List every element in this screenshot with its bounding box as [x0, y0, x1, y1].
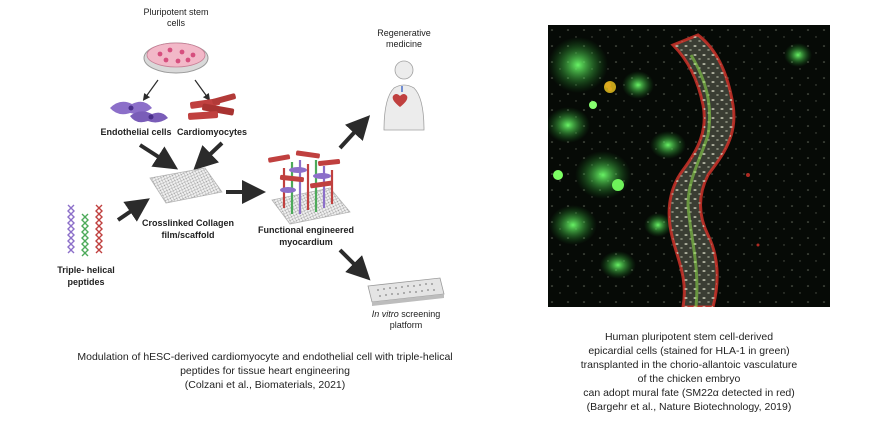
scaffold-label-1: Crosslinked Collagen: [142, 218, 234, 228]
endothelial-label: Endothelial cells: [100, 127, 171, 137]
arrow-to-endothelial: [142, 79, 159, 101]
right-figure-caption: Human pluripotent stem cell-derived epic…: [548, 330, 830, 414]
right-caption-line: can adopt mural fate (SM22α detected in …: [583, 387, 795, 399]
left-caption-line: (Colzani et al., Biomaterials, 2021): [184, 379, 346, 391]
engineered-myocardium-icon: [268, 150, 351, 225]
peptides-label-2: peptides: [67, 277, 104, 287]
right-caption-line: transplanted in the chorio-allantoic vas…: [580, 359, 798, 371]
tissue-engineering-diagram: Pluripotent stem cells Endothelial cells…: [57, 7, 445, 330]
right-caption-line: of the chicken embryo: [637, 373, 741, 385]
petri-dish-icon: [143, 42, 209, 74]
arrow-to-screening-platform: [338, 248, 371, 281]
regen-label-2: medicine: [386, 39, 422, 49]
human-heart-icon: [383, 60, 425, 131]
fluorescence-micrograph: [548, 25, 830, 307]
left-caption-line: peptides for tissue heart engineering: [180, 365, 350, 377]
left-figure-caption: Modulation of hESC-derived cardiomyocyte…: [30, 350, 500, 392]
arrow-peptides-to-scaffold: [116, 198, 150, 222]
screening-label-2: platform: [390, 320, 423, 330]
regen-label-1: Regenerative: [377, 28, 431, 38]
arrow-cardio-to-scaffold: [193, 141, 224, 171]
collagen-scaffold-icon: [149, 167, 223, 204]
screening-label-1: In vitro screening: [372, 309, 441, 319]
peptides-label-1: Triple- helical: [57, 265, 115, 275]
arrow-to-cardiomyocytes: [194, 79, 211, 101]
endothelial-cells-icon: [110, 101, 168, 123]
cardiomyocytes-label: Cardiomyocytes: [177, 127, 247, 137]
myocardium-label-1: Functional engineered: [258, 225, 354, 235]
right-caption-line: (Bargehr et al., Nature Biotechnology, 2…: [586, 401, 792, 413]
scaffold-label-2: film/scaffold: [161, 230, 214, 240]
stem-cells-label-2: cells: [167, 18, 186, 28]
arrow-endothelial-to-scaffold: [138, 143, 179, 170]
right-caption-line: epicardial cells (stained for HLA-1 in g…: [588, 345, 790, 357]
right-caption-line: Human pluripotent stem cell-derived: [604, 331, 774, 343]
well-plate-icon: [367, 277, 445, 306]
triple-helical-peptides-icon: [67, 204, 103, 257]
left-caption-line: Modulation of hESC-derived cardiomyocyte…: [77, 351, 453, 363]
stem-cells-label-1: Pluripotent stem: [143, 7, 208, 17]
cardiomyocytes-icon: [187, 93, 236, 120]
myocardium-label-2: myocardium: [279, 237, 333, 247]
arrow-to-regenerative-medicine: [338, 115, 371, 150]
